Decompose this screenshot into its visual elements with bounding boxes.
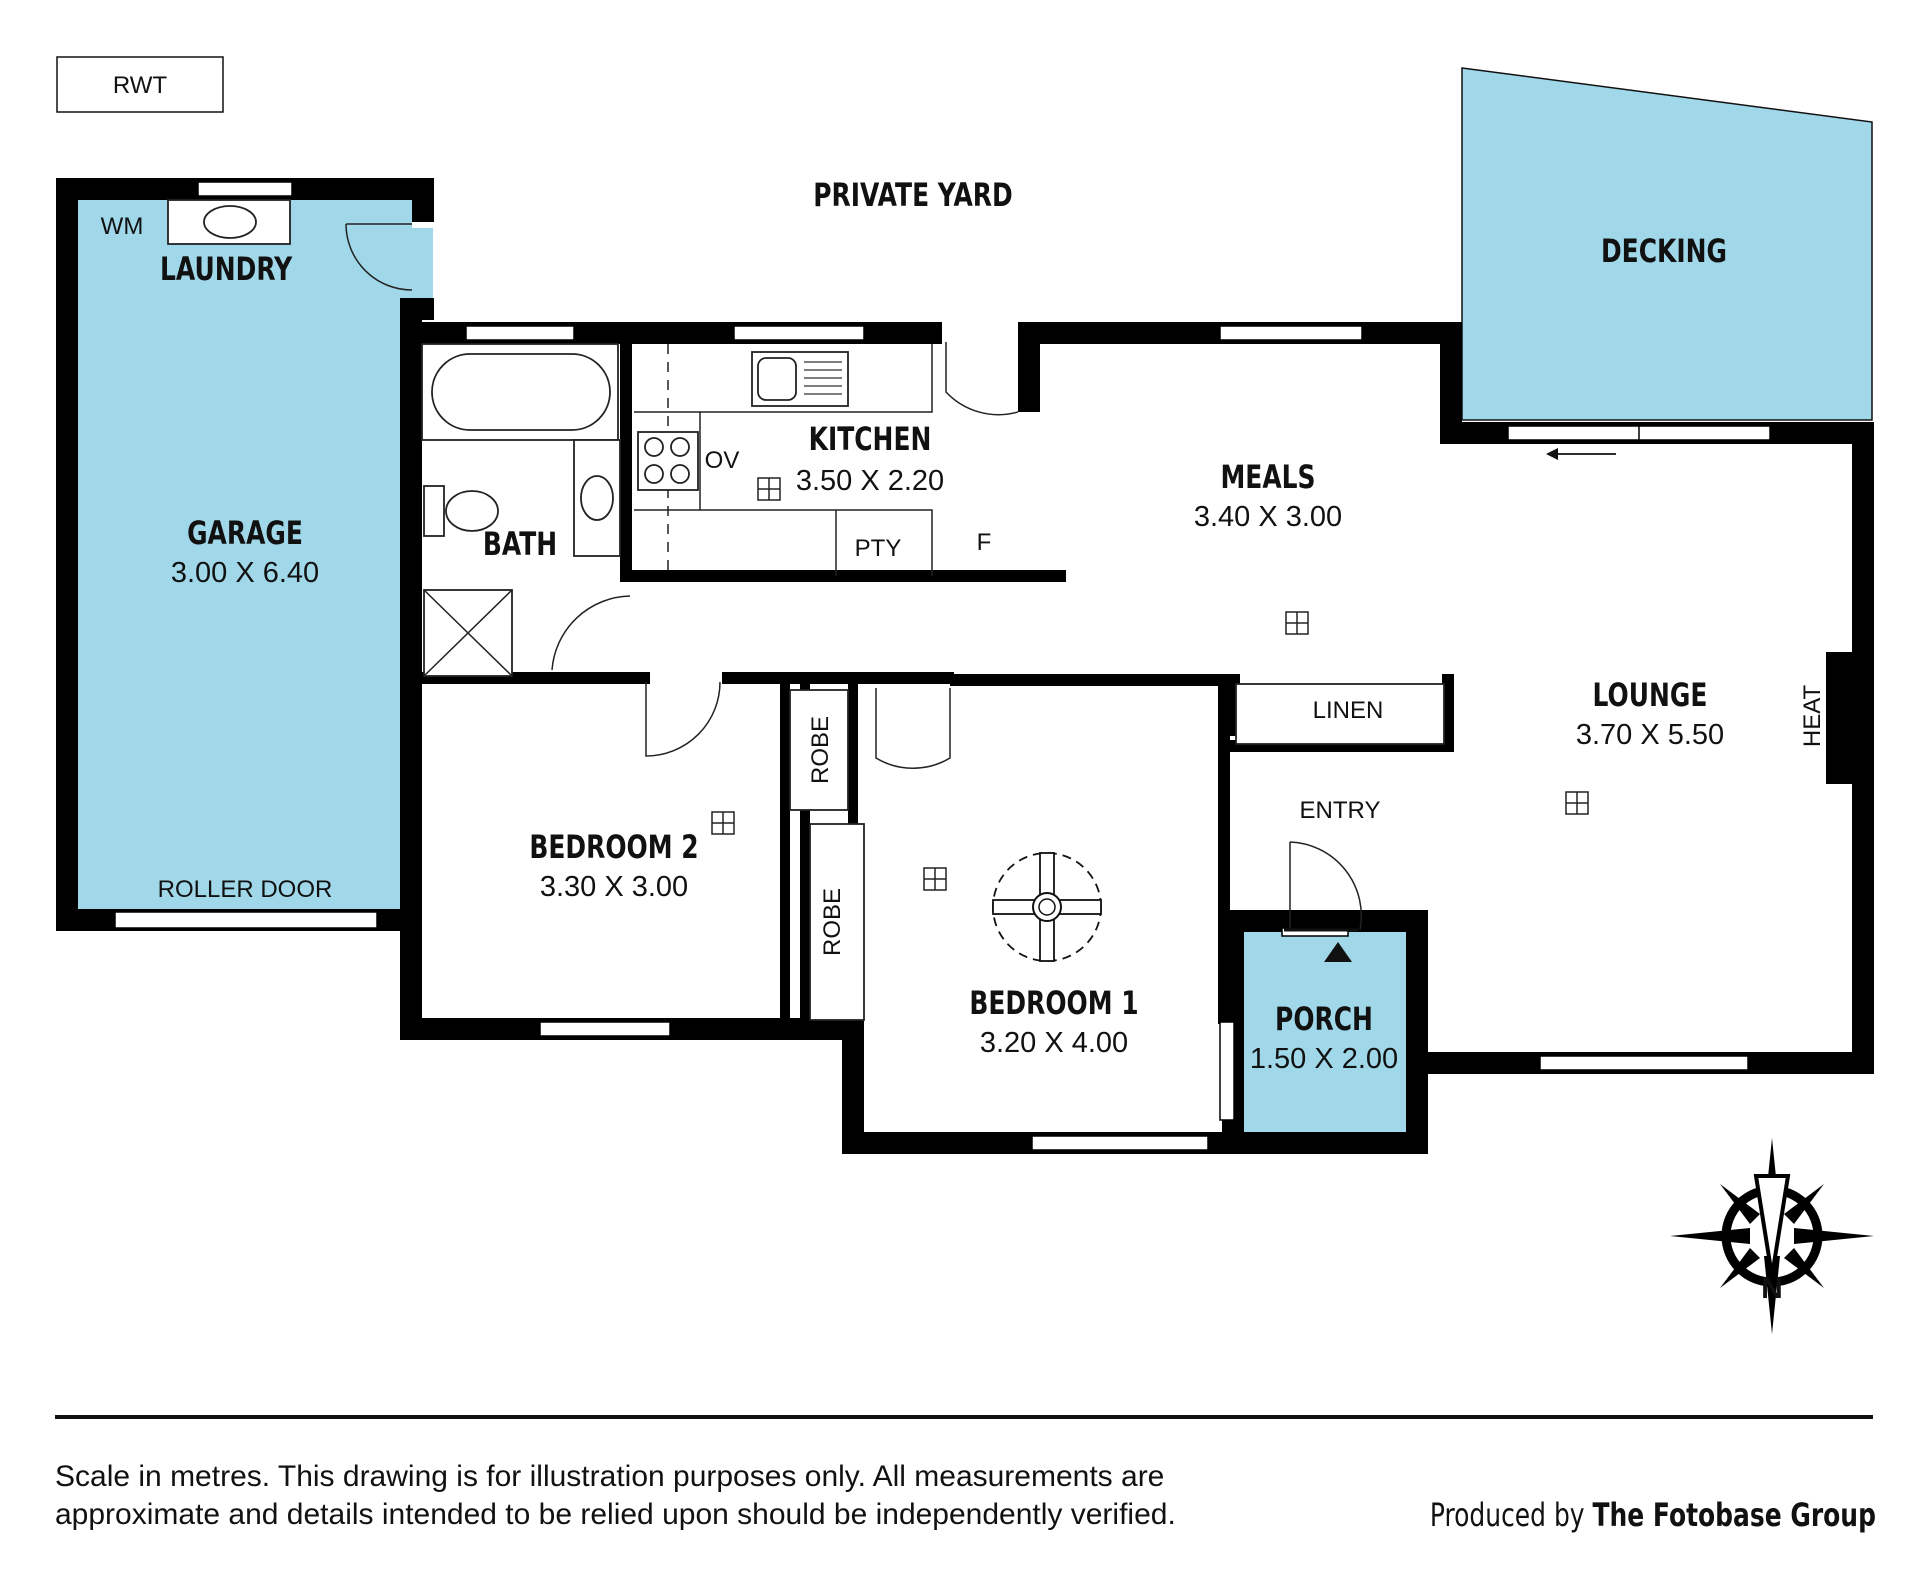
power-point-icon [711, 811, 735, 835]
disclaimer-note: Scale in metres. This drawing is for ill… [55, 1458, 1395, 1534]
lounge-label: LOUNGE [1593, 676, 1708, 714]
laundry-label: LAUNDRY [160, 250, 293, 288]
robe-label-lower: ROBE [819, 888, 846, 956]
bath-label: BATH [483, 525, 557, 563]
kitchen-dimensions: 3.50 X 2.20 [796, 465, 944, 497]
footer-divider [55, 1415, 1873, 1419]
porch-area [1244, 930, 1406, 1152]
power-point-icon [1565, 791, 1589, 815]
bedroom1-label: BEDROOM 1 [969, 984, 1138, 1022]
tag-box: RWT [56, 56, 224, 113]
entry-label: ENTRY [1300, 797, 1381, 824]
disclaimer-line-2: approximate and details intended to be r… [55, 1498, 1176, 1531]
oven-label: OV [705, 447, 740, 474]
kitchen-label: KITCHEN [809, 420, 932, 458]
windows [114, 181, 1771, 1151]
tag-label: RWT [113, 72, 168, 99]
meals-dimensions: 3.40 X 3.00 [1194, 501, 1342, 533]
fixtures [167, 199, 1445, 1021]
meals-label: MEALS [1220, 458, 1315, 496]
credit-company: The Fotobase Group [1592, 1496, 1876, 1534]
power-point-icon [757, 477, 781, 501]
credit-prefix: Produced by [1429, 1496, 1585, 1534]
porch-label: PORCH [1275, 1000, 1373, 1038]
bedroom2-dimensions: 3.30 X 3.00 [540, 871, 688, 903]
garage-area [78, 198, 412, 910]
garage-dimensions: 3.00 X 6.40 [171, 557, 319, 589]
lounge-dimensions: 3.70 X 5.50 [1576, 719, 1724, 751]
disclaimer-line-1: Scale in metres. This drawing is for ill… [55, 1460, 1165, 1493]
bedroom1-dimensions: 3.20 X 4.00 [980, 1027, 1128, 1059]
wm-label: WM [101, 213, 144, 240]
doors [345, 223, 1363, 932]
power-point-icon [1285, 611, 1309, 635]
power-point-icon [923, 867, 947, 891]
pantry-label: PTY [855, 535, 902, 562]
robe-label-upper: ROBE [807, 716, 834, 784]
roller-door-label: ROLLER DOOR [158, 876, 333, 903]
bedroom2-label: BEDROOM 2 [529, 828, 698, 866]
decking-label: DECKING [1601, 232, 1727, 270]
decking-area [1461, 67, 1873, 421]
private-yard-label: PRIVATE YARD [813, 176, 1012, 214]
sliding-door-arrow-icon [1546, 448, 1616, 460]
compass-rose-icon: N [1670, 1138, 1874, 1334]
garage-label: GARAGE [187, 514, 303, 552]
fridge-label: F [977, 529, 992, 556]
heat-label: HEAT [1799, 685, 1826, 748]
laundry-door-area [405, 228, 433, 298]
entry-arrow-icon [1324, 942, 1352, 962]
ceiling-fan-icon [992, 852, 1102, 962]
compass-n-label: N [1761, 1272, 1783, 1305]
producer-credit: Produced by The Fotobase Group [1430, 1496, 1876, 1534]
porch-dimensions: 1.50 X 2.00 [1250, 1043, 1398, 1075]
linen-label: LINEN [1313, 697, 1384, 724]
